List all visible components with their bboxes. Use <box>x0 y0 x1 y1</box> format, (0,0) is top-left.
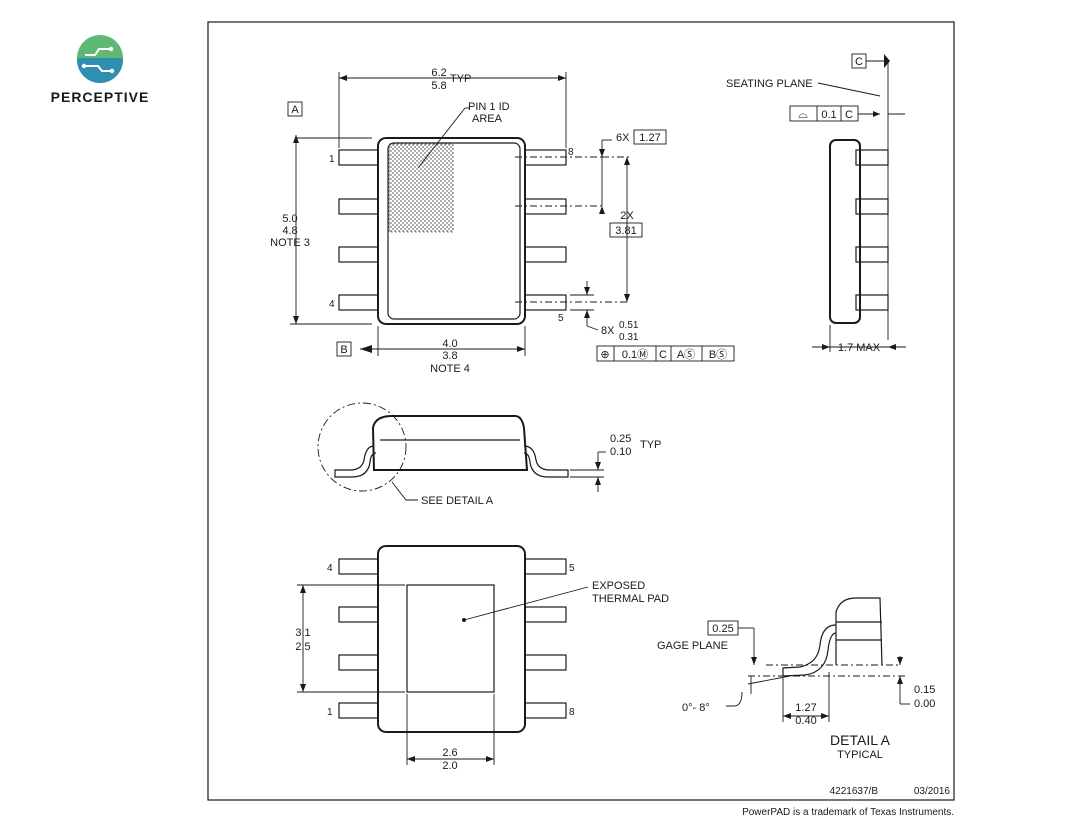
detail-subtitle: TYPICAL <box>837 749 883 761</box>
logo-text: PERCEPTIVE <box>51 89 150 105</box>
drawing-date: 03/2016 <box>914 786 951 797</box>
lead-width-count: 8X <box>601 325 615 337</box>
pin1-id-area <box>388 143 454 233</box>
flatness-symbol-icon: ⌓ <box>798 107 808 121</box>
standoff-min: 0.00 <box>914 698 935 710</box>
lead-width-max: 0.51 <box>619 320 639 331</box>
flatness-value: 0.1 <box>821 109 836 121</box>
bottom-pin-5: 5 <box>569 563 575 574</box>
lead-width-min: 0.31 <box>619 332 639 343</box>
pad-width-max: 2.6 <box>442 747 457 759</box>
width-max: 6.2 <box>431 67 446 79</box>
pitch-value: 1.27 <box>639 132 660 144</box>
position-symbol-icon: ⊕ <box>600 349 609 361</box>
pin-4-number: 4 <box>329 299 335 310</box>
top-view: 6.2 5.8 TYP A 5.0 4.8 NOTE 3 <box>270 67 735 375</box>
height-min: 4.8 <box>282 225 297 237</box>
thermal-pad <box>406 584 495 693</box>
body-width-note: NOTE 4 <box>430 363 470 375</box>
drawing-id: 4221637/B <box>830 786 879 797</box>
span-value: 3.81 <box>615 225 636 237</box>
thickness-min: 0.10 <box>610 446 631 458</box>
standoff-max: 0.15 <box>914 684 935 696</box>
perceptive-logo: PERCEPTIVE <box>51 35 150 105</box>
height-max: 5.0 <box>282 213 297 225</box>
bottom-pin-4: 4 <box>327 563 333 574</box>
trademark-notice: PowerPAD is a trademark of Texas Instrum… <box>742 807 954 818</box>
pitch-count: 6X <box>616 132 630 144</box>
pin1-label-2: AREA <box>472 113 503 125</box>
datum-c-label: C <box>855 56 863 68</box>
gage-value: 0.25 <box>712 623 733 635</box>
angle-label: 0°- 8° <box>682 702 710 714</box>
bottom-view: EXPOSED THERMAL PAD 4 1 5 8 3.1 2.5 2.6 … <box>295 545 669 772</box>
width-min: 5.8 <box>431 80 446 92</box>
seating-plane-label: SEATING PLANE <box>726 78 813 90</box>
span-count: 2X <box>620 210 634 222</box>
bottom-pin-8: 8 <box>569 707 575 718</box>
foot-length-min: 0.40 <box>795 715 816 727</box>
thickness-typ: TYP <box>640 439 661 451</box>
position-datum-a: AⓈ <box>677 348 695 361</box>
pin-8-number: 8 <box>568 147 574 158</box>
side-view: C SEATING PLANE ⌓ 0.1 C 1.7 MAX <box>726 53 906 354</box>
detail-a: 0.25 GAGE PLANE 0°- 8° 1.27 0.40 0.15 0.… <box>657 597 935 761</box>
bottom-pin-1: 1 <box>327 707 333 718</box>
see-detail-label: SEE DETAIL A <box>421 495 494 507</box>
body-width-min: 3.8 <box>442 350 457 362</box>
pin-5-number: 5 <box>558 313 564 324</box>
datum-b-box <box>336 341 352 357</box>
position-tolerance-frame: ⊕ 0.1Ⓜ C AⓈ BⓈ <box>596 345 735 362</box>
pad-height-max: 3.1 <box>295 627 310 639</box>
pin-1-number: 1 <box>329 154 335 165</box>
max-height-label: 1.7 MAX <box>838 342 881 354</box>
body-width-max: 4.0 <box>442 338 457 350</box>
position-value: 0.1Ⓜ <box>622 348 648 361</box>
front-view: SEE DETAIL A 0.25 0.10 TYP <box>317 402 661 507</box>
gage-plane-label: GAGE PLANE <box>657 640 728 652</box>
detail-title: DETAIL A <box>830 732 891 748</box>
pad-width-min: 2.0 <box>442 760 457 772</box>
pad-label-1: EXPOSED <box>592 580 645 592</box>
datum-a-label: A <box>291 104 299 116</box>
pad-height-min: 2.5 <box>295 641 310 653</box>
pin1-label-1: PIN 1 ID <box>468 101 510 113</box>
position-datum-c: C <box>659 349 667 361</box>
drawing-frame <box>207 21 955 801</box>
datum-a-box <box>287 101 303 117</box>
height-note: NOTE 3 <box>270 237 310 249</box>
flatness-datum: C <box>845 109 853 121</box>
width-typ: TYP <box>450 73 471 85</box>
foot-length-max: 1.27 <box>795 702 816 714</box>
position-datum-b: BⓈ <box>709 348 727 361</box>
thickness-max: 0.25 <box>610 433 631 445</box>
pad-label-2: THERMAL PAD <box>592 593 669 605</box>
datum-b-label: B <box>340 344 347 356</box>
